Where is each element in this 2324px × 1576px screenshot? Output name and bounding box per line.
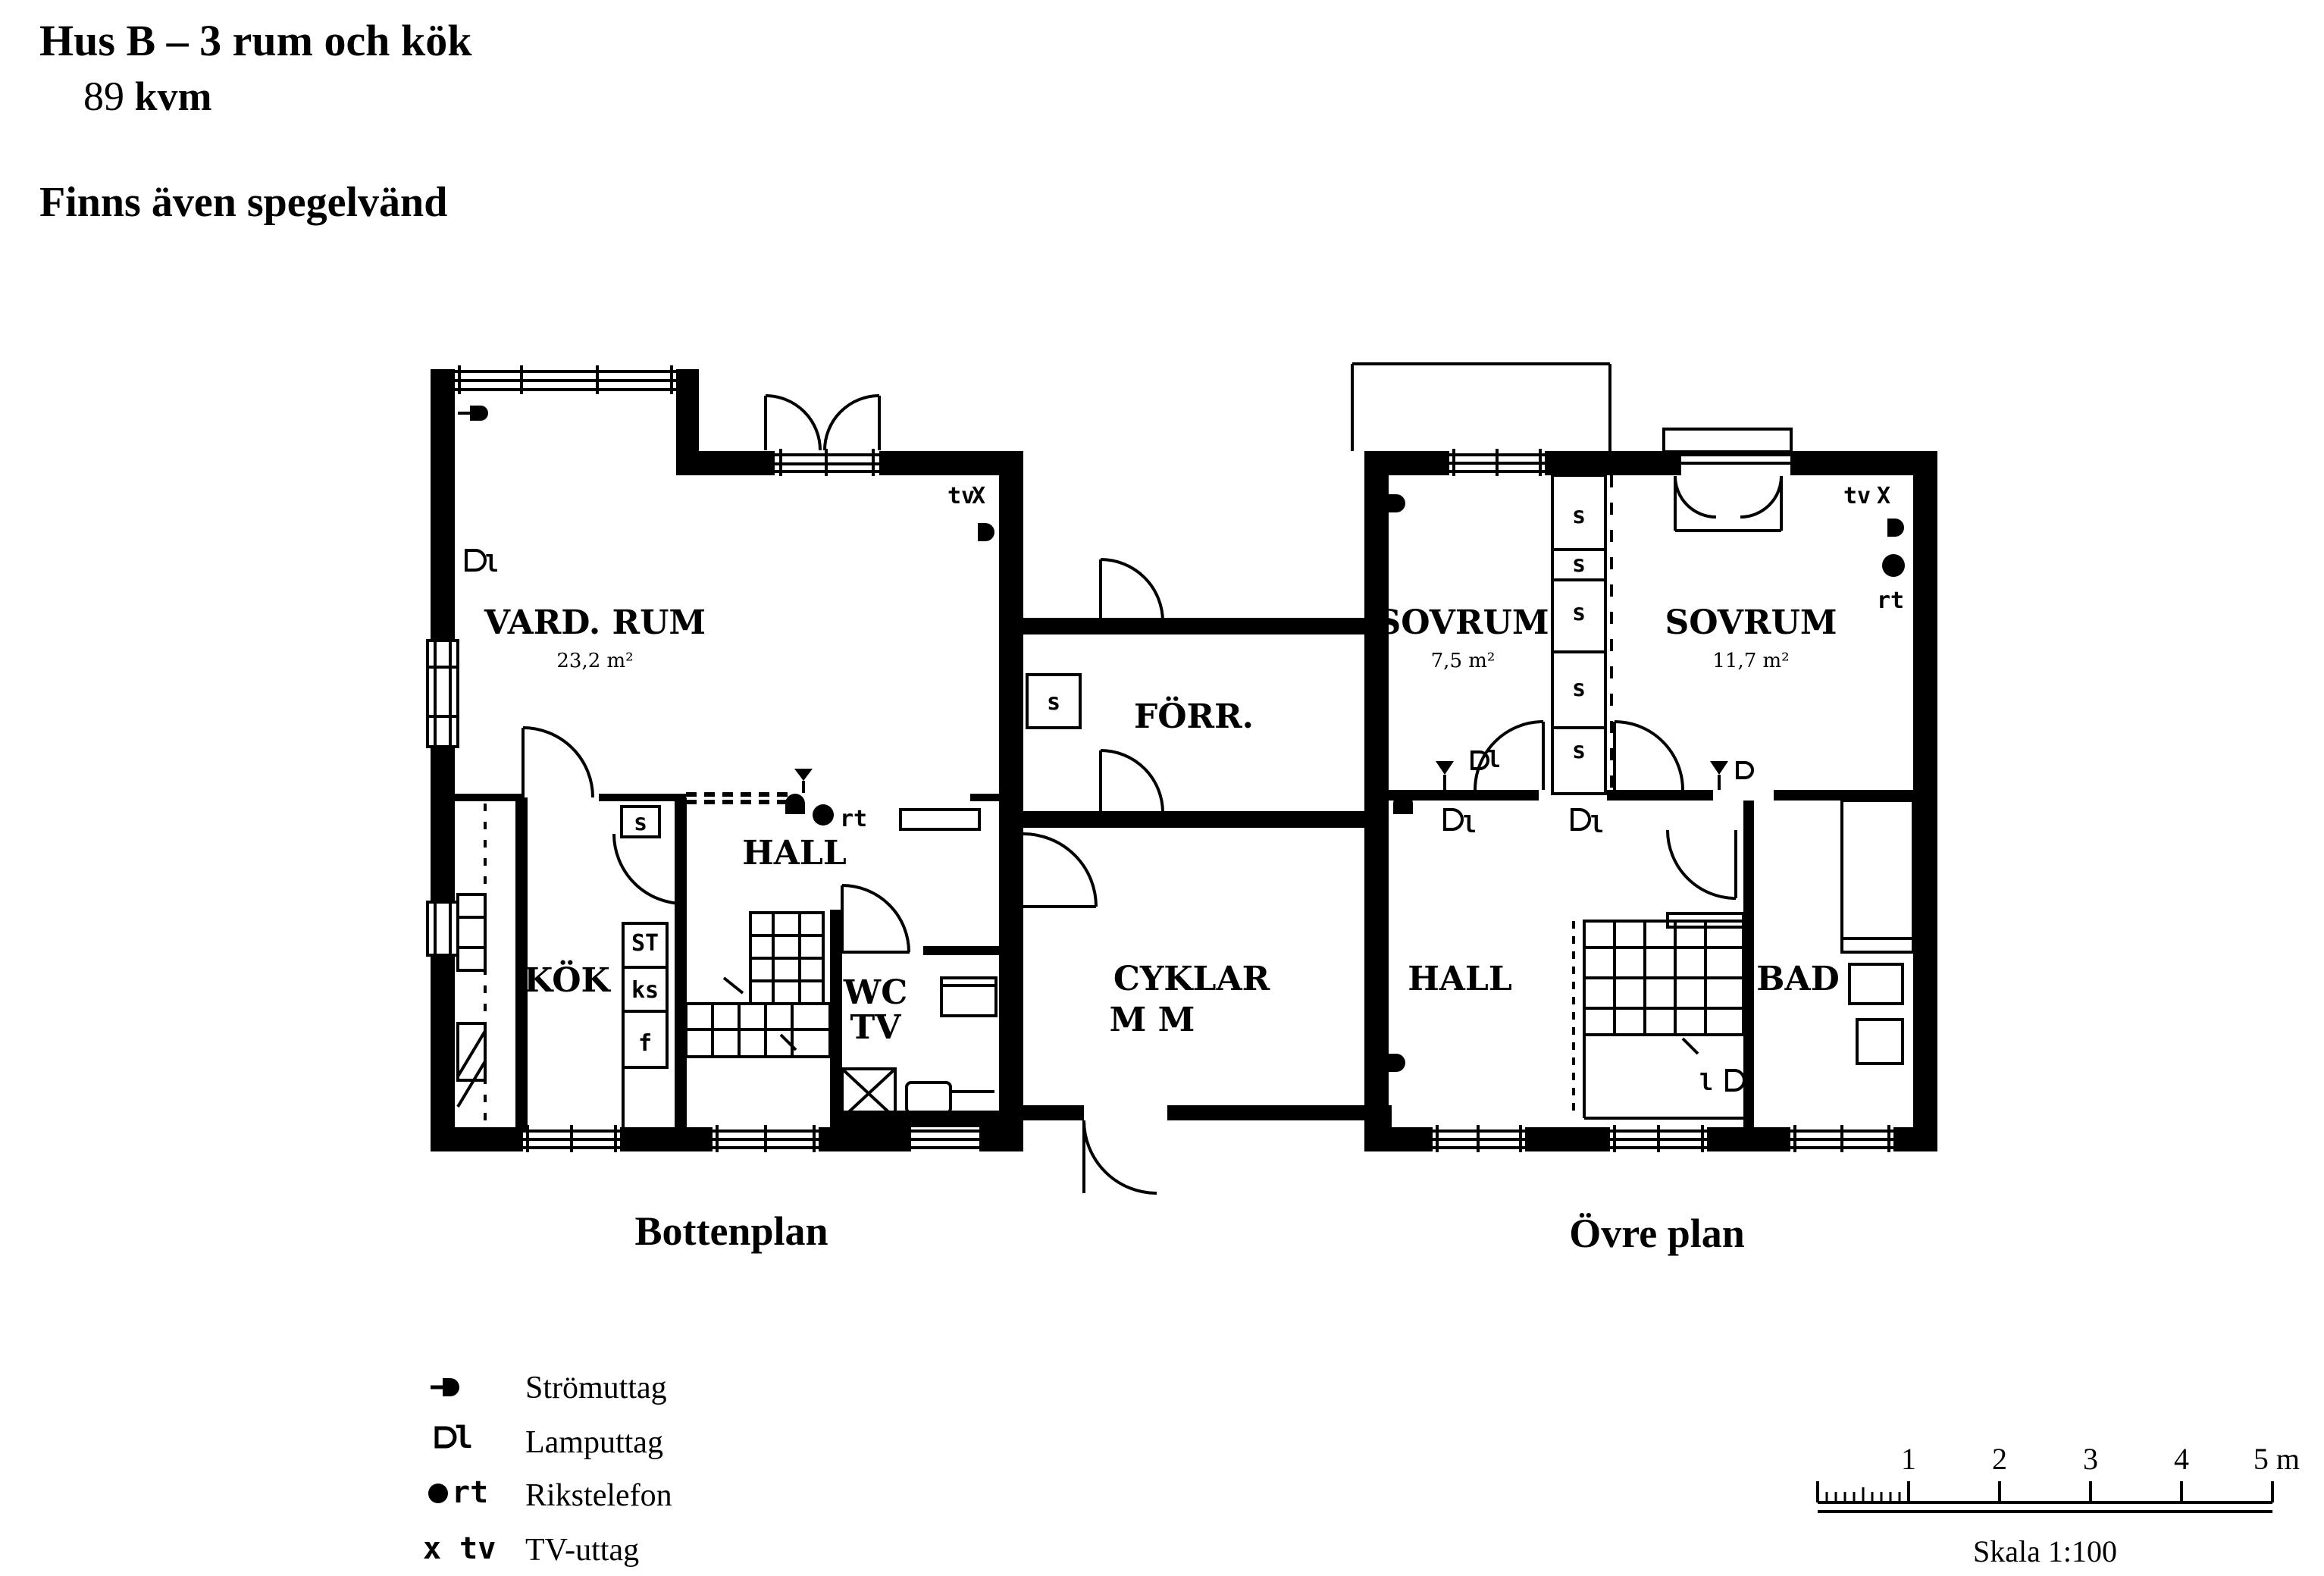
scale-tick-label: 5 m bbox=[2254, 1442, 2300, 1476]
fixture-rt-ground: rt bbox=[840, 806, 867, 832]
lamp-outlet-icon bbox=[434, 1426, 457, 1449]
room-label-living: VARD. RUM bbox=[484, 603, 706, 642]
fixture-tv-ground: tv bbox=[947, 483, 975, 509]
fixture-rt-upper: rt bbox=[1877, 587, 1904, 614]
ground-floor-plan bbox=[426, 365, 1364, 1195]
legend-item-lamp: l Lamputtag bbox=[434, 1421, 663, 1460]
power-outlet-icon bbox=[785, 794, 805, 814]
legend-item-phone: rt Rikstelefon bbox=[428, 1475, 672, 1513]
legend-item-tv: x tv TV-uttag bbox=[423, 1531, 639, 1568]
lamp-outlet-icon bbox=[1571, 808, 1591, 831]
scale-tick-label: 3 bbox=[2083, 1442, 2098, 1476]
scale-tick-label: 4 bbox=[2174, 1442, 2189, 1476]
room-label-bikes: CYKLAR bbox=[1113, 960, 1270, 998]
ground-floor-label: Bottenplan bbox=[634, 1208, 828, 1254]
power-outlet-icon bbox=[431, 1378, 459, 1396]
mirror-note: Finns även spegelvänd bbox=[39, 179, 448, 226]
ground-interior-walls bbox=[455, 673, 1082, 1130]
legend-label: Strömuttag bbox=[525, 1371, 667, 1405]
room-label-storage: FÖRR. bbox=[1134, 695, 1254, 736]
fixture-st: ST bbox=[631, 930, 659, 957]
fixture-tv-upper: tv bbox=[1843, 483, 1871, 509]
scale-tick-label: 2 bbox=[1992, 1442, 2007, 1476]
scale-caption: Skala 1:100 bbox=[1973, 1534, 2117, 1568]
fixture-s-wardrobe-2: s bbox=[1572, 551, 1586, 578]
legend-symbol: x tv bbox=[423, 1531, 496, 1566]
room-area-bedroom-small: 7,5 m² bbox=[1431, 650, 1496, 672]
upper-stairs bbox=[1375, 912, 1745, 1129]
room-area-bedroom-large: 11,7 m² bbox=[1712, 650, 1789, 672]
power-outlet-icon bbox=[1389, 1054, 1405, 1072]
room-label-wc: WC bbox=[843, 973, 907, 1012]
ceiling-lamp-icon bbox=[1710, 761, 1728, 790]
area-unit: kvm bbox=[134, 74, 212, 119]
ceiling-lamp-icon bbox=[794, 769, 813, 793]
legend-item-power: Strömuttag bbox=[431, 1371, 667, 1405]
lamp-outlet-icon bbox=[1736, 761, 1754, 779]
upper-wardrobes bbox=[1551, 474, 1613, 795]
legend: Strömuttag l Lamputtag rt Rikstelefon x … bbox=[423, 1371, 672, 1568]
room-area-living: 23,2 m² bbox=[556, 650, 633, 672]
room-label-hall-ground: HALL bbox=[742, 834, 847, 873]
fixture-x-upper: X bbox=[1877, 483, 1890, 509]
room-label-bedroom-small: SOVRUM bbox=[1377, 603, 1549, 642]
page-title: Hus B – 3 rum och kök bbox=[39, 16, 472, 65]
fixture-f: f bbox=[638, 1030, 652, 1057]
lamp-outlet-icon bbox=[1443, 808, 1464, 831]
area-value: 89 bbox=[83, 74, 124, 119]
fixture-l-ground: l bbox=[485, 551, 499, 578]
power-outlet-icon bbox=[1393, 794, 1413, 814]
legend-label: Rikstelefon bbox=[525, 1478, 672, 1513]
fixture-s-wardrobe-5: s bbox=[1572, 738, 1586, 764]
room-label-hall-upper: HALL bbox=[1408, 960, 1512, 998]
upper-doors bbox=[1474, 475, 1783, 900]
power-outlet-icon bbox=[1389, 494, 1405, 512]
power-outlet-icon bbox=[458, 406, 488, 421]
upper-floor-plan bbox=[1351, 362, 1937, 1152]
ground-doors bbox=[521, 394, 1164, 1195]
lamp-outlet-icon bbox=[1725, 1069, 1746, 1092]
power-outlet-icon bbox=[978, 523, 994, 541]
room-label-bath: BAD bbox=[1756, 960, 1839, 998]
legend-symbol: l bbox=[455, 1421, 473, 1455]
fixture-l-upper-4: l bbox=[1699, 1070, 1713, 1096]
power-outlet-icon bbox=[1887, 519, 1904, 537]
fixture-l-upper-2: l bbox=[1590, 812, 1604, 838]
room-label-bedroom-large: SOVRUM bbox=[1665, 603, 1837, 642]
lamp-outlet-icon bbox=[465, 549, 487, 572]
room-label-kitchen: KÖK bbox=[524, 959, 611, 1000]
legend-symbol: rt bbox=[452, 1475, 488, 1510]
ceiling-lamp-icon bbox=[1436, 761, 1454, 790]
fixture-s-wardrobe-1: s bbox=[1572, 503, 1586, 529]
fixture-l-upper-1: l bbox=[1463, 812, 1477, 838]
fixture-s-wardrobe-3: s bbox=[1572, 600, 1586, 626]
room-label-bikes-2: M M bbox=[1110, 1001, 1195, 1039]
outlet-symbols bbox=[458, 406, 1905, 1092]
upper-bath-fixtures bbox=[1840, 799, 1915, 1065]
floor-area: 89 kvm bbox=[83, 73, 212, 120]
legend-label: Lamputtag bbox=[525, 1425, 663, 1460]
legend-label: TV-uttag bbox=[525, 1533, 639, 1568]
telephone-outlet-icon bbox=[1882, 554, 1905, 577]
scale-bar bbox=[1816, 1481, 2274, 1513]
upper-balcony bbox=[1351, 362, 1611, 451]
telephone-outlet-icon bbox=[428, 1484, 448, 1503]
ground-windows bbox=[426, 365, 979, 1152]
upper-floor-label: Övre plan bbox=[1569, 1211, 1745, 1256]
fixture-s-storage: s bbox=[1047, 689, 1060, 716]
telephone-outlet-icon bbox=[813, 804, 834, 826]
scale-tick-label: 1 bbox=[1901, 1442, 1916, 1476]
fixture-s-wardrobe-4: s bbox=[1572, 675, 1586, 702]
lamp-outlet-icon bbox=[1471, 750, 1489, 770]
upper-windows bbox=[1433, 428, 1893, 1152]
fixture-ks: ks bbox=[631, 977, 659, 1004]
fixture-l-upper-3: l bbox=[1487, 747, 1501, 773]
upper-exterior-walls bbox=[1364, 451, 1937, 1151]
ground-exterior-walls bbox=[431, 369, 1364, 1151]
room-label-wc-tv: TV bbox=[850, 1008, 902, 1047]
fixture-x-ground: X bbox=[972, 483, 985, 509]
fixture-s-hall: s bbox=[634, 810, 647, 836]
